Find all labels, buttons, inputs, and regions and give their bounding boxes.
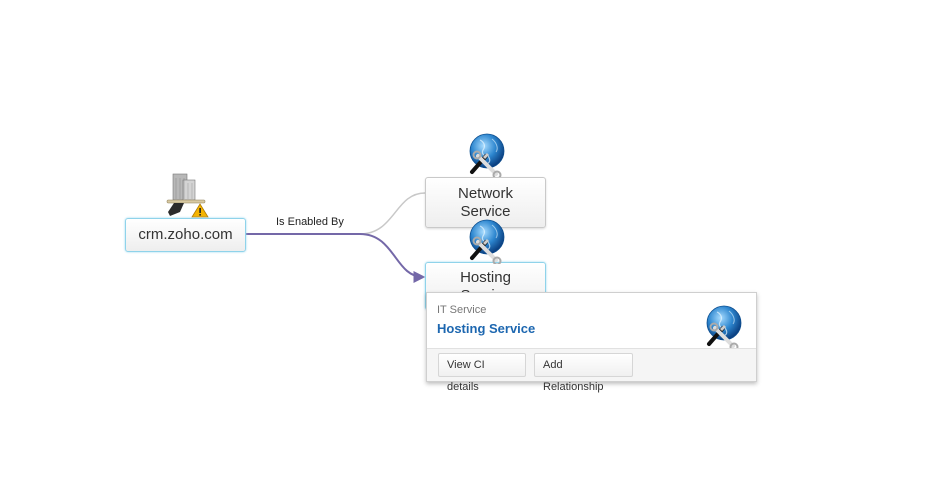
ci-node-label-line1: Network [457, 185, 513, 202]
popup-footer: View CI details Add Relationship [427, 348, 756, 393]
edge-crm-to-hosting[interactable] [246, 233, 426, 283]
add-relationship-button[interactable]: Add Relationship [534, 353, 633, 393]
ci-node-label-line1: Hosting [460, 269, 511, 286]
ci-node-label-line2: Service [460, 203, 511, 220]
edge-label: Is Enabled By [276, 216, 344, 228]
popup-ci-type: IT Service [437, 304, 487, 316]
globe-tools-icon[interactable] [466, 218, 506, 266]
popup-ci-title[interactable]: Hosting Service [437, 321, 536, 336]
view-ci-details-button[interactable]: View CI details [438, 353, 526, 393]
server-building-warning-icon[interactable] [164, 170, 212, 218]
ci-node-crm[interactable]: crm.zoho.com [125, 218, 246, 252]
ci-node-network-service[interactable]: Network Service [425, 177, 546, 228]
ci-node-label: crm.zoho.com [138, 226, 233, 243]
ci-details-popup: IT Service Hosting Service [426, 292, 757, 393]
globe-tools-icon [703, 303, 743, 352]
globe-tools-icon[interactable] [466, 132, 506, 180]
